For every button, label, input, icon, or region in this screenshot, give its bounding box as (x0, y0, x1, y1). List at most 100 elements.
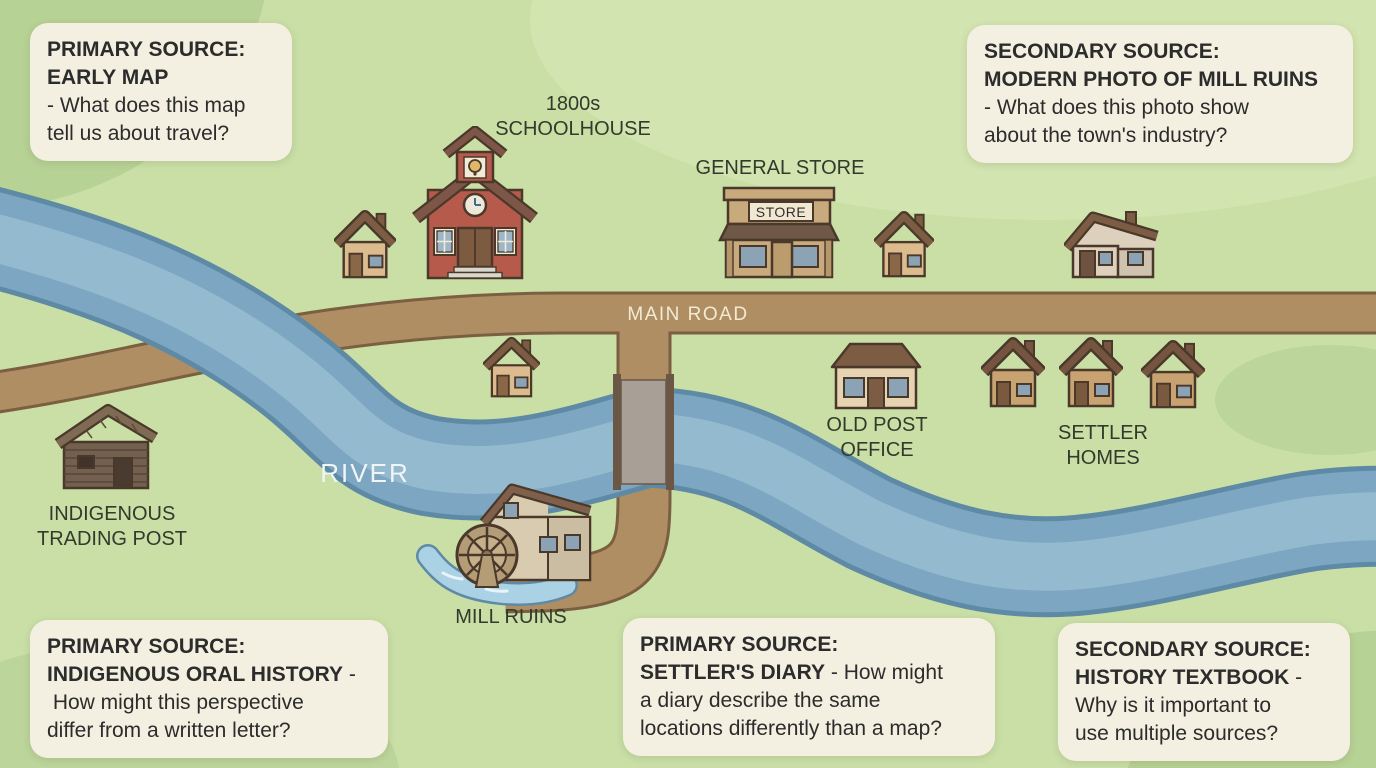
info-box-heading2: INDIGENOUS ORAL HISTORY - (47, 661, 371, 689)
house-icon (334, 209, 396, 279)
settler-homes-label: SETTLER HOMES (1058, 421, 1148, 471)
schoolhouse-label-line2: SCHOOLHOUSE (495, 118, 651, 140)
river-highlight (0, 214, 1376, 591)
window-cross (437, 231, 452, 252)
window-cross (498, 231, 513, 252)
trading-post-icon (54, 404, 159, 490)
info-box-body: use multiple sources? (1075, 722, 1279, 745)
info-box-heading2-bold: HISTORY TEXTBOOK (1075, 666, 1290, 689)
stream-waves (441, 571, 509, 593)
roof (1064, 213, 1158, 251)
gable-window (503, 502, 519, 519)
window (887, 377, 909, 398)
info-box-heading: SECONDARY SOURCE: (984, 40, 1220, 63)
old-post-office-label: OLD POST OFFICE (826, 413, 927, 463)
mill-roof (481, 485, 591, 526)
window (1098, 251, 1113, 266)
schoolhouse-icon (412, 126, 538, 280)
store-sign: STORE (748, 201, 814, 222)
clock-hands (474, 198, 481, 206)
house-icon (1064, 211, 1159, 279)
info-box-body: tell us about travel? (47, 122, 230, 145)
river-label: RIVER (320, 458, 410, 488)
main-road-label-text: MAIN ROAD (627, 304, 749, 325)
store-window-left (739, 245, 767, 268)
info-box-body: - What does this photo show (984, 96, 1249, 119)
bridge-rail-left (613, 374, 621, 490)
post-office-icon (830, 342, 922, 410)
store-awning (717, 222, 841, 242)
old-post-office-label-line1: OLD POST (826, 414, 928, 436)
window (1127, 251, 1144, 266)
info-box-oral-history: PRIMARY SOURCE: INDIGENOUS ORAL HISTORY … (30, 620, 388, 758)
schoolhouse-label-line1: 1800s (545, 93, 601, 115)
river-label-text: RIVER (320, 458, 410, 488)
general-store-label: GENERAL STORE (696, 156, 865, 181)
mill-stream (418, 546, 576, 604)
settler-homes-label-line1: SETTLER (1057, 422, 1149, 444)
trading-post-label-line1: INDIGENOUS (48, 503, 176, 525)
general-store-label-text: GENERAL STORE (695, 157, 865, 179)
info-box-heading: PRIMARY SOURCE: (47, 635, 246, 658)
log-lines (64, 449, 148, 483)
post-office-roof (830, 342, 922, 369)
info-box-body: - What does this map (47, 94, 246, 117)
info-box-body: locations differently than a map? (640, 717, 942, 740)
info-box-heading: SECONDARY SOURCE: (1075, 638, 1311, 661)
settler-home-icon (981, 336, 1045, 408)
info-box-heading2-bold: MODERN PHOTO OF MILL RUINS (984, 68, 1319, 91)
cabin-roof (55, 406, 157, 448)
info-box-body: a diary describe the same (640, 689, 881, 712)
info-box-heading2: HISTORY TEXTBOOK - (1075, 664, 1333, 692)
window (843, 377, 865, 398)
info-box-heading: PRIMARY SOURCE: (47, 38, 246, 61)
door (113, 457, 133, 489)
store-pillar-left (725, 239, 734, 278)
main-road-label: MAIN ROAD (627, 302, 748, 327)
settler-home-icon (1059, 336, 1123, 408)
settler-homes-label-line2: HOMES (1066, 447, 1140, 469)
trading-post-label-line2: TRADING POST (36, 528, 188, 550)
info-box-early-map: PRIMARY SOURCE: EARLY MAP - What does th… (30, 23, 292, 161)
bell-icon (468, 159, 482, 173)
info-box-heading2-bold: EARLY MAP (47, 66, 169, 89)
grass-patch-right (1215, 345, 1376, 455)
info-box-heading2-bold: SETTLER'S DIARY (640, 661, 826, 684)
info-box-heading2-suffix: - (342, 663, 356, 686)
store-window-right (791, 245, 819, 268)
steps-lower (447, 271, 503, 279)
window (539, 536, 558, 553)
cabin-wall (62, 440, 150, 490)
info-box-mill-photo: SECONDARY SOURCE: MODERN PHOTO OF MILL R… (967, 25, 1353, 163)
window (77, 455, 95, 469)
info-box-heading2-suffix: - (1289, 666, 1303, 689)
house-icon (483, 336, 540, 398)
mill-ruins-label: MILL RUINS (455, 605, 567, 630)
store-parapet (722, 186, 836, 202)
info-box-body: Why is it important to (1075, 694, 1272, 717)
gable-fill (1073, 218, 1156, 249)
info-box-body: differ from a written letter? (47, 719, 291, 742)
info-box-body: about the town's industry? (984, 124, 1228, 147)
trading-post-label: INDIGENOUS TRADING POST (37, 502, 187, 552)
info-box-heading2: MODERN PHOTO OF MILL RUINS (984, 66, 1336, 94)
tower-roof (443, 127, 507, 157)
mill-ruins-label-text: MILL RUINS (455, 606, 567, 628)
info-box-heading2: SETTLER'S DIARY - How might (640, 659, 978, 687)
info-box-heading2: EARLY MAP (47, 64, 275, 92)
store-door (770, 240, 794, 279)
store-sign-text: STORE (755, 203, 807, 220)
old-post-office-label-line2: OFFICE (840, 439, 914, 461)
info-box-body: How might this perspective (47, 691, 304, 714)
bridge-rail-right (666, 374, 674, 490)
door (867, 377, 885, 409)
roof-planks (85, 415, 139, 439)
schoolhouse-label: 1800s SCHOOLHOUSE (495, 92, 651, 142)
steps-upper (453, 266, 497, 274)
house-icon (874, 210, 934, 278)
info-box-history-textbook: SECONDARY SOURCE: HISTORY TEXTBOOK - Why… (1058, 623, 1350, 761)
window (564, 534, 581, 551)
info-box-settlers-diary: PRIMARY SOURCE: SETTLER'S DIARY - How mi… (623, 618, 995, 756)
info-box-heading2-bold: INDIGENOUS ORAL HISTORY (47, 663, 343, 686)
